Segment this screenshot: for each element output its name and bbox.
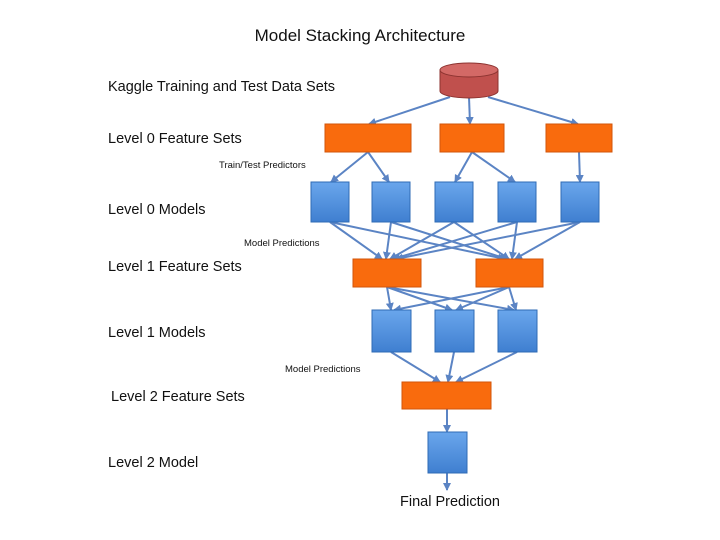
arrow-data-to-fs0-3	[487, 96, 579, 126]
level1-model-3	[497, 309, 538, 353]
arrow-fs1-2-to-m1-3	[508, 286, 518, 311]
label-level1-models: Level 1 Models	[108, 325, 206, 341]
level1-models	[371, 309, 538, 353]
level0-models	[310, 181, 600, 223]
level0-feature-set-2	[439, 123, 505, 153]
level0-feature-sets	[324, 123, 613, 153]
level2-model	[427, 431, 468, 474]
arrow-fs0-3-to-m0-5	[575, 151, 584, 183]
arrow-data-to-fs0-1	[368, 96, 451, 126]
edge-label-train-test: Train/Test Predictors	[219, 160, 306, 171]
arrow-m0-4-to-fs1-1	[392, 221, 518, 261]
arrow-m1-3-to-fs2	[455, 351, 518, 383]
arrow-data-to-fs0-2	[465, 96, 474, 125]
level0-feature-set-1	[324, 123, 412, 153]
label-level2-feature-sets: Level 2 Feature Sets	[111, 389, 245, 405]
level0-feature-set-3	[545, 123, 613, 153]
edge-label-model-predictions-2: Model Predictions	[285, 364, 361, 375]
arrow-m0-3-to-fs1-1	[389, 221, 455, 260]
level0-model-2	[371, 181, 411, 223]
arrow-m0-1-to-fs1-1	[329, 221, 383, 260]
level0-model-4	[497, 181, 537, 223]
arrow-m0-2-to-fs1-1	[382, 221, 392, 260]
arrow-fs0-2-to-m0-3	[454, 151, 473, 183]
arrow-m0-4-to-fs1-2	[508, 221, 518, 260]
arrows	[329, 96, 584, 491]
arrow-m0-3-to-fs1-2	[453, 221, 510, 260]
arrow-fs1-1-to-m1-2	[386, 286, 453, 312]
arrow-fs1-2-to-m1-2	[455, 286, 510, 311]
data-store-cylinder-icon	[439, 62, 499, 99]
level1-feature-sets	[352, 258, 544, 288]
arrow-fs1-1-to-m1-1	[385, 286, 394, 311]
level1-feature-set-1	[352, 258, 422, 288]
final-prediction-label: Final Prediction	[400, 494, 500, 510]
diagram-title: Model Stacking Architecture	[254, 26, 466, 45]
level0-model-3	[434, 181, 474, 223]
arrow-m0-2-to-fs1-2	[390, 221, 508, 261]
level1-feature-set-2	[475, 258, 544, 288]
arrow-m0-1-to-fs1-2	[329, 221, 506, 262]
edge-label-model-predictions-1: Model Predictions	[244, 238, 320, 249]
label-level2-model: Level 2 Model	[108, 455, 199, 471]
arrow-m1-1-to-fs2	[390, 351, 441, 383]
arrow-m0-5-to-fs1-1	[395, 221, 581, 262]
level1-model-2	[434, 309, 475, 353]
label-level0-feature-sets: Level 0 Feature Sets	[108, 131, 242, 147]
arrow-fs0-2-to-m0-4	[471, 151, 516, 183]
arrow-m1-2-to-fs2	[445, 351, 455, 383]
label-level1-feature-sets: Level 1 Feature Sets	[108, 259, 242, 275]
arrow-fs1-2-to-m1-1	[393, 286, 510, 313]
label-level0-models: Level 0 Models	[108, 202, 206, 218]
arrow-fs0-1-to-m0-1	[330, 151, 369, 183]
level0-model-1	[310, 181, 350, 223]
arrow-fs0-1-to-m0-2	[367, 151, 390, 183]
arrow-m0-5-to-fs1-2	[514, 221, 581, 260]
label-data-sets: Kaggle Training and Test Data Sets	[108, 79, 336, 95]
level0-model-5	[560, 181, 600, 223]
level1-model-1	[371, 309, 412, 353]
level2-feature-set	[401, 381, 492, 410]
